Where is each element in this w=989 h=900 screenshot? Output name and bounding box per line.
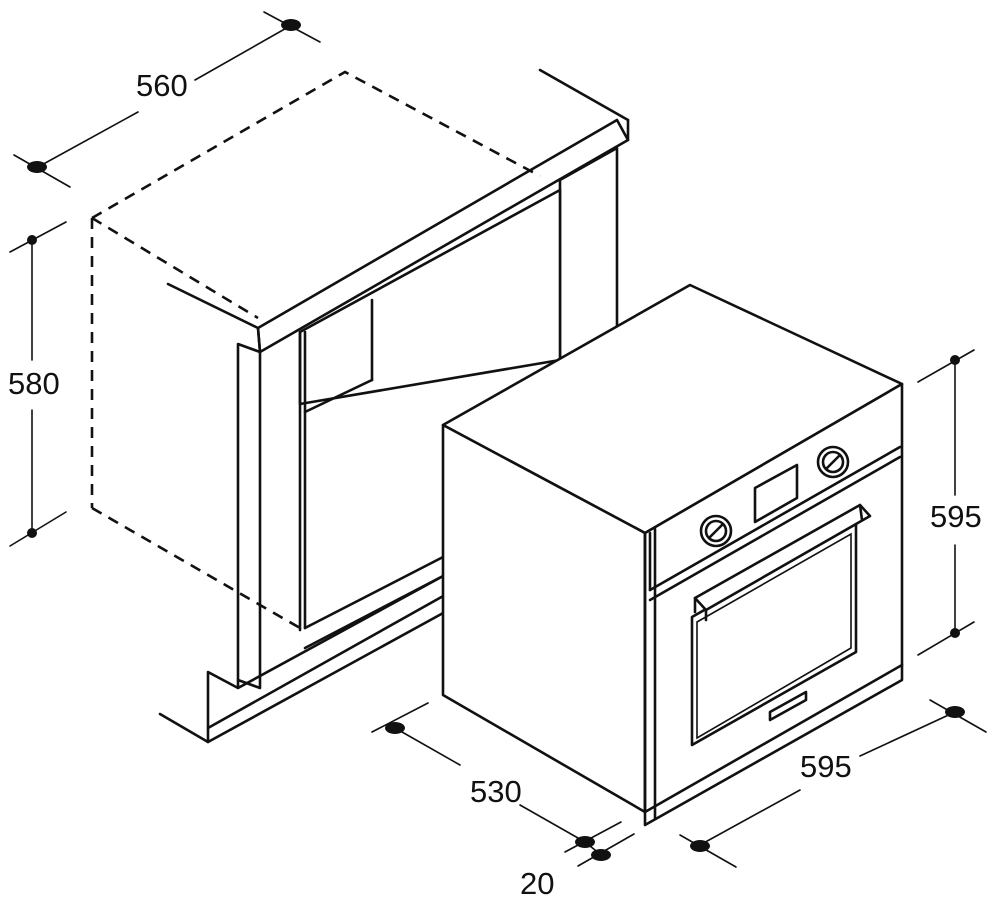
- display-screen: [753, 463, 799, 524]
- worktop-back-edge: [538, 68, 630, 122]
- niche-outline: [90, 70, 541, 630]
- dimension-lines: [9, 11, 987, 868]
- left-knob-icon[interactable]: [699, 514, 733, 548]
- dimension-label-panel-depth: 20: [520, 866, 554, 900]
- cabinet: [158, 68, 630, 744]
- worktop-left-edge: [166, 282, 260, 330]
- dimension-label-niche-width: 560: [136, 68, 188, 103]
- bottom-vent: [768, 690, 808, 722]
- control-panel-divider: [648, 445, 902, 592]
- oven: [441, 283, 904, 827]
- dimension-label-oven-height: 595: [930, 499, 982, 534]
- right-knob-icon[interactable]: [816, 445, 850, 479]
- dimension-label-oven-width: 595: [800, 749, 852, 784]
- dimension-label-oven-depth: 530: [470, 774, 522, 809]
- door-handle-icon[interactable]: [693, 503, 872, 622]
- cabinet-left-panel: [236, 342, 262, 690]
- dimension-label-niche-height: 580: [8, 366, 60, 401]
